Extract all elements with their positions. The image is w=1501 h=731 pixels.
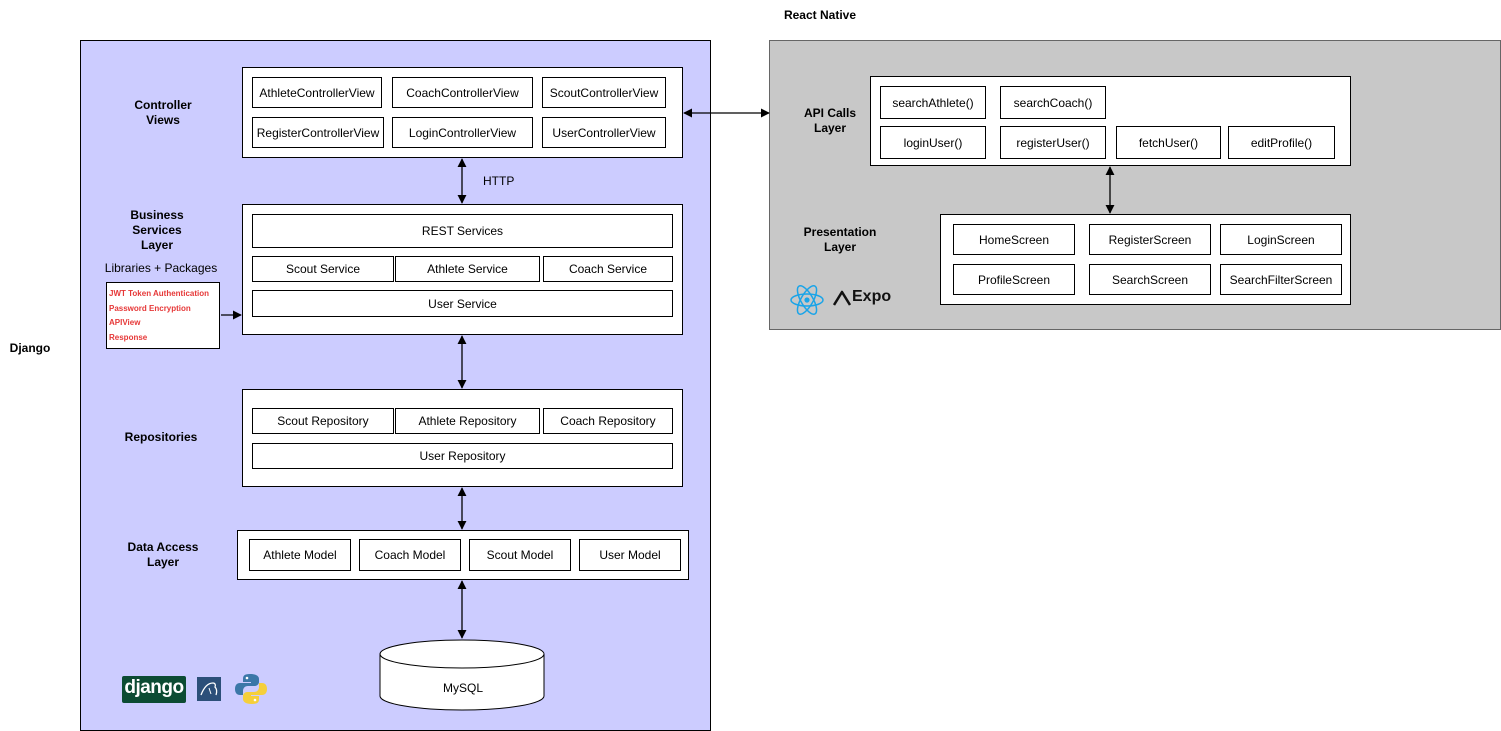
api-edit-profile: editProfile() <box>1228 126 1335 159</box>
athlete-repository: Athlete Repository <box>395 408 540 434</box>
controller-user: UserControllerView <box>542 117 666 148</box>
django-title: Django <box>9 341 51 355</box>
mysql-database <box>379 639 545 711</box>
controller-login: LoginControllerView <box>392 117 533 148</box>
user-model: User Model <box>579 539 681 571</box>
mysql-icon <box>197 677 221 701</box>
screen-home: HomeScreen <box>953 224 1075 255</box>
api-calls-label: API Calls Layer <box>803 106 857 135</box>
rest-services: REST Services <box>252 214 673 248</box>
controller-register: RegisterControllerView <box>252 117 384 148</box>
athlete-service: Athlete Service <box>395 256 540 282</box>
screen-register: RegisterScreen <box>1089 224 1211 255</box>
api-search-coach: searchCoach() <box>1000 86 1106 119</box>
python-icon <box>235 674 267 704</box>
library-apiview: APIView <box>109 318 141 327</box>
django-logo: django <box>122 676 186 703</box>
athlete-model: Athlete Model <box>249 539 351 571</box>
presentation-label: Presentation Layer <box>803 225 877 254</box>
business-services-label: Business Services Layer <box>130 208 184 252</box>
api-fetch-user: fetchUser() <box>1116 126 1221 159</box>
user-repository: User Repository <box>252 443 673 469</box>
libraries-box: JWT Token Authentication Password Encryp… <box>106 282 220 349</box>
user-service: User Service <box>252 290 673 317</box>
controller-scout: ScoutControllerView <box>542 77 666 108</box>
scout-repository: Scout Repository <box>252 408 394 434</box>
controller-coach: CoachControllerView <box>392 77 533 108</box>
scout-model: Scout Model <box>469 539 571 571</box>
library-jwt: JWT Token Authentication <box>109 289 209 298</box>
mysql-label: MySQL <box>442 681 483 695</box>
library-response: Response <box>109 332 148 342</box>
coach-service: Coach Service <box>543 256 673 282</box>
api-login-user: loginUser() <box>880 126 986 159</box>
expo-label: Expo <box>852 288 892 305</box>
http-label: HTTP <box>483 174 515 188</box>
library-password: Password Encryption <box>109 303 191 313</box>
react-native-title: React Native <box>783 8 857 22</box>
django-logo-text: django <box>124 677 184 698</box>
api-search-athlete: searchAthlete() <box>880 86 986 119</box>
repositories-label: Repositories <box>124 430 198 444</box>
coach-model: Coach Model <box>359 539 461 571</box>
screen-search-filter: SearchFilterScreen <box>1220 264 1342 295</box>
controller-athlete: AthleteControllerView <box>252 77 382 108</box>
expo-icon <box>833 290 851 306</box>
repositories-box <box>242 389 683 487</box>
scout-service: Scout Service <box>252 256 394 282</box>
api-register-user: registerUser() <box>1000 126 1106 159</box>
coach-repository: Coach Repository <box>543 408 673 434</box>
libraries-label: Libraries + Packages <box>104 261 218 275</box>
data-access-label: Data Access Layer <box>127 540 199 569</box>
screen-search: SearchScreen <box>1089 264 1211 295</box>
screen-login: LoginScreen <box>1220 224 1342 255</box>
screen-profile: ProfileScreen <box>953 264 1075 295</box>
controller-views-label: Controller Views <box>134 98 192 127</box>
react-icon <box>790 285 824 315</box>
